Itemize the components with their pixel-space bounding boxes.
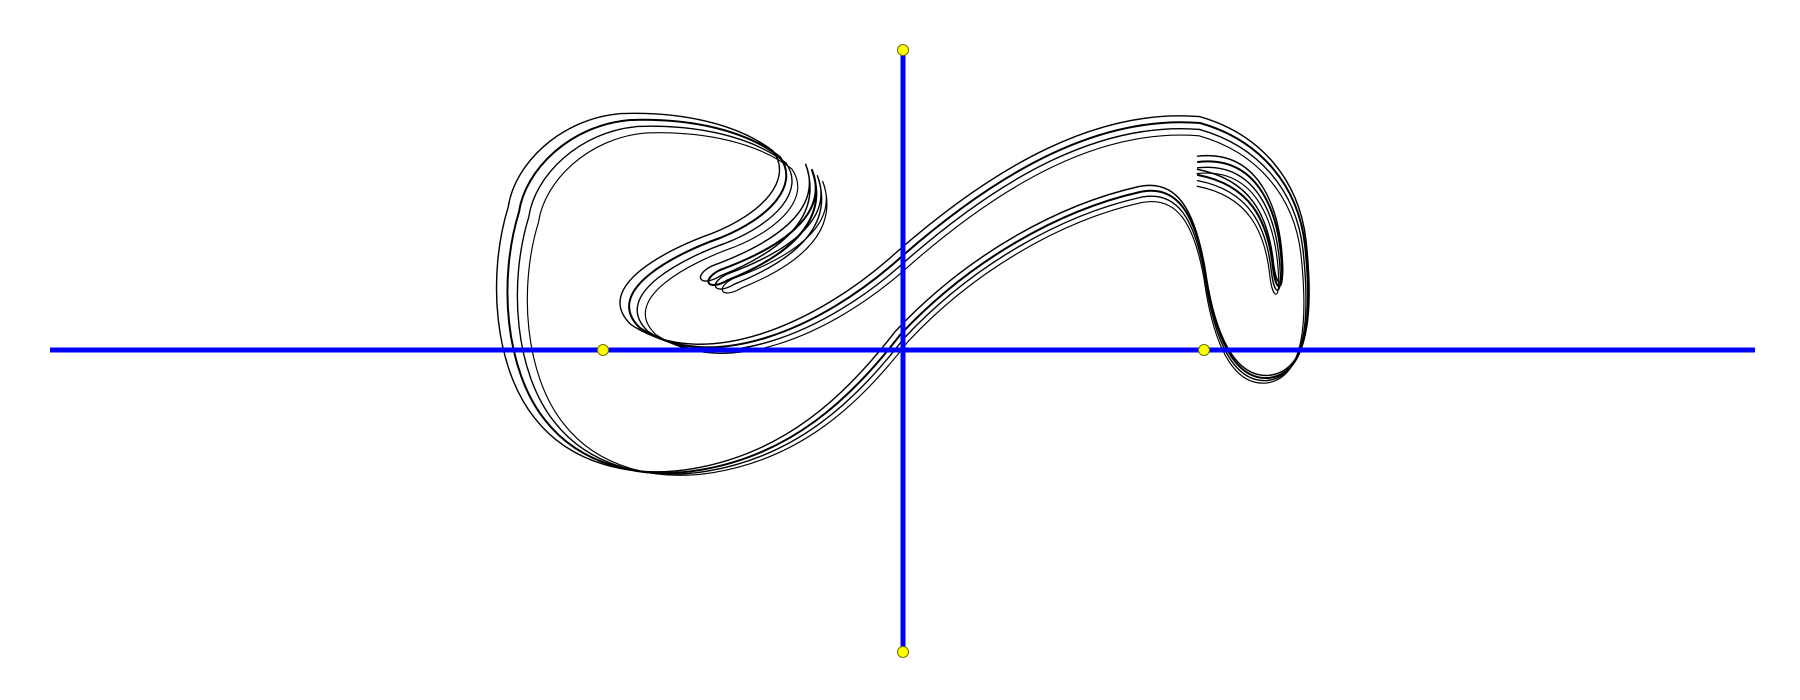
attractor-strand: [506, 118, 1310, 474]
attractor-curve: [495, 112, 1310, 476]
attractor-strand: [721, 180, 828, 294]
attractor-strand: [495, 112, 1310, 473]
control-point-top[interactable]: [897, 44, 909, 56]
attractor-strand: [699, 163, 811, 282]
control-point-left[interactable]: [597, 344, 609, 356]
attractor-strand: [714, 175, 823, 290]
attractor-strand: [516, 125, 1307, 475]
attractor-strand: [1196, 172, 1280, 295]
attractor-strand: [526, 132, 1305, 476]
control-point-bottom[interactable]: [897, 646, 909, 658]
attractor-strand: [707, 169, 818, 286]
control-point-right[interactable]: [1198, 344, 1210, 356]
attractor-strand: [1196, 154, 1284, 284]
